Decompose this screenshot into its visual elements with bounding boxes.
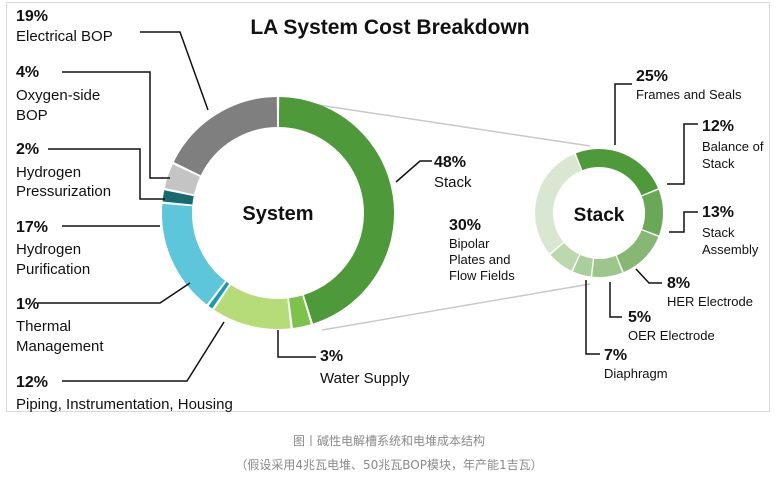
slice-hydrogen-pressurization (162, 190, 194, 205)
label-thermal-line2: Management (16, 338, 104, 355)
label-diaphragm: Diaphragm (604, 366, 668, 381)
pct-her: 8% (667, 275, 690, 292)
slice-piping-instrumentation-housing (214, 284, 291, 329)
label-thermal: Thermal Management (16, 318, 104, 355)
slice-oxygen-side-bop (164, 164, 201, 195)
pct-water-supply: 3% (320, 348, 343, 365)
leader-her (635, 268, 662, 284)
pct-diaphragm: 7% (604, 347, 627, 364)
slice-hydrogen-purification (162, 203, 226, 305)
chart-title: LA System Cost Breakdown (250, 16, 529, 39)
label-balance-of-stack-line1: Balance of (702, 139, 764, 154)
label-stack: Stack (434, 174, 472, 191)
leader-h2-pressurization (48, 148, 165, 200)
figure-frame (6, 2, 770, 412)
label-oer: OER Electrode (628, 328, 715, 343)
slice-electrical-bop (173, 97, 278, 176)
label-bipolar-line3: Flow Fields (449, 268, 515, 283)
slice-oer-electrode (572, 254, 594, 277)
pct-oxygen-bop: 4% (16, 64, 39, 81)
label-piping: Piping, Instrumentation, Housing (16, 396, 233, 413)
pct-h2-purification: 17% (16, 219, 48, 236)
slice-stack-assembly (616, 229, 659, 273)
leader-balance-of-stack (667, 123, 698, 185)
slice-diaphragm (550, 242, 580, 271)
label-bipolar-line2: Plates and (449, 252, 510, 267)
label-oxygen-bop-line2: BOP (16, 107, 48, 124)
leader-electrical-bop (140, 31, 209, 111)
label-bipolar-line1: Bipolar (449, 236, 490, 251)
label-h2-purification-line2: Purification (16, 261, 90, 278)
system-center-label: System (242, 203, 313, 225)
label-her: HER Electrode (667, 294, 753, 309)
figure-caption: 图丨碱性电解槽系统和电堆成本结构 (292, 434, 485, 448)
label-h2-pressurization: Hydrogen Pressurization (16, 164, 111, 200)
slice-stack (278, 97, 394, 324)
label-h2-pressurization-line2: Pressurization (16, 183, 111, 200)
leader-thermal (38, 282, 191, 304)
label-h2-purification: Hydrogen Purification (16, 241, 90, 278)
slice-frames-and-seals (575, 149, 659, 196)
slice-bipolar-plates-and-flow-fields (535, 153, 582, 254)
label-balance-of-stack-line2: Stack (702, 156, 735, 171)
leader-water-supply (277, 330, 316, 358)
label-oxygen-bop-line1: Oxygen-side (16, 87, 100, 104)
label-stack-assembly: Stack Assembly (702, 225, 759, 257)
label-bipolar: Bipolar Plates and Flow Fields (449, 236, 515, 283)
system-donut (162, 97, 394, 329)
label-thermal-line1: Thermal (16, 318, 71, 335)
pct-electrical-bop: 19% (16, 8, 48, 25)
stack-donut (535, 149, 663, 277)
label-balance-of-stack: Balance of Stack (702, 139, 767, 171)
pct-h2-pressurization: 2% (16, 141, 39, 158)
label-stack-assembly-line2: Assembly (702, 242, 759, 257)
zoom-connector-top (311, 103, 591, 147)
label-h2-pressurization-line1: Hydrogen (16, 164, 81, 181)
leader-oxygen-bop (62, 71, 170, 179)
pct-bipolar: 30% (449, 217, 481, 234)
chart-canvas: LA System Cost Breakdown System Stack 19… (16, 8, 767, 413)
leader-oer (609, 282, 622, 318)
slice-her-electrode (592, 255, 623, 277)
pct-thermal: 1% (16, 296, 39, 313)
label-oxygen-bop: Oxygen-side BOP (16, 87, 104, 124)
zoom-connector-bottom (321, 283, 591, 331)
leader-diaphragm (585, 280, 600, 355)
leader-stack-assembly (669, 211, 698, 233)
slice-balance-of-stack (641, 189, 663, 236)
label-water-supply: Water Supply (320, 370, 410, 387)
slice-water-supply (288, 295, 311, 329)
stack-center-label: Stack (574, 205, 625, 226)
label-electrical-bop: Electrical BOP (16, 28, 113, 45)
label-stack-assembly-line1: Stack (702, 225, 735, 240)
slice-thermal-management (208, 281, 230, 309)
pct-stack-assembly: 13% (702, 204, 734, 221)
pct-frames-seals: 25% (636, 68, 668, 85)
figure-caption-note: （假设采用4兆瓦电堆、50兆瓦BOP模块，年产能1吉瓦） (235, 458, 543, 472)
pct-stack: 48% (434, 154, 466, 171)
label-h2-purification-line1: Hydrogen (16, 241, 81, 258)
leader-stack (395, 160, 432, 183)
leader-piping (62, 321, 225, 382)
pct-piping: 12% (16, 374, 48, 391)
pct-balance-of-stack: 12% (702, 118, 734, 135)
label-frames-seals: Frames and Seals (636, 87, 742, 102)
pct-oer: 5% (628, 309, 651, 326)
leader-frames-seals (614, 83, 632, 145)
